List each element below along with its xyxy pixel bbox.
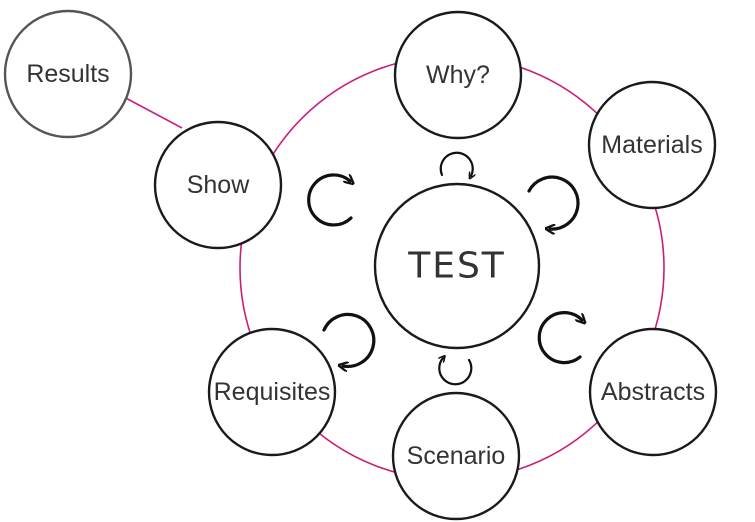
link-show-results: [121, 95, 183, 129]
cycle-arrow-icon: [322, 312, 376, 366]
node-why: Why?: [393, 10, 523, 140]
cycle-arrow-icon: [537, 311, 582, 365]
node-abstracts: Abstracts: [588, 327, 718, 457]
cycle-arrow-icon: [527, 175, 580, 229]
center-node: TEST: [373, 182, 541, 350]
cycle-arrows: [307, 151, 582, 386]
node-show-label: Show: [187, 171, 250, 199]
cycle-arrow-icon: [439, 358, 473, 386]
node-materials-label: Materials: [601, 131, 702, 159]
cycle-arrow-icon: [439, 151, 473, 176]
cycle-arrow-icon: [307, 173, 351, 227]
node-results: Results: [3, 9, 133, 139]
node-scenario-label: Scenario: [407, 442, 506, 470]
node-materials: Materials: [587, 80, 717, 210]
node-scenario: Scenario: [391, 391, 521, 521]
node-show: Show: [153, 120, 283, 250]
node-requisites-label: Requisites: [214, 378, 331, 406]
node-abstracts-label: Abstracts: [601, 378, 705, 406]
node-why-label: Why?: [426, 61, 490, 89]
center-node-circle: [373, 182, 541, 350]
center-node-label: TEST: [407, 246, 506, 287]
node-results-label: Results: [26, 60, 109, 88]
node-requisites: Requisites: [207, 327, 337, 457]
